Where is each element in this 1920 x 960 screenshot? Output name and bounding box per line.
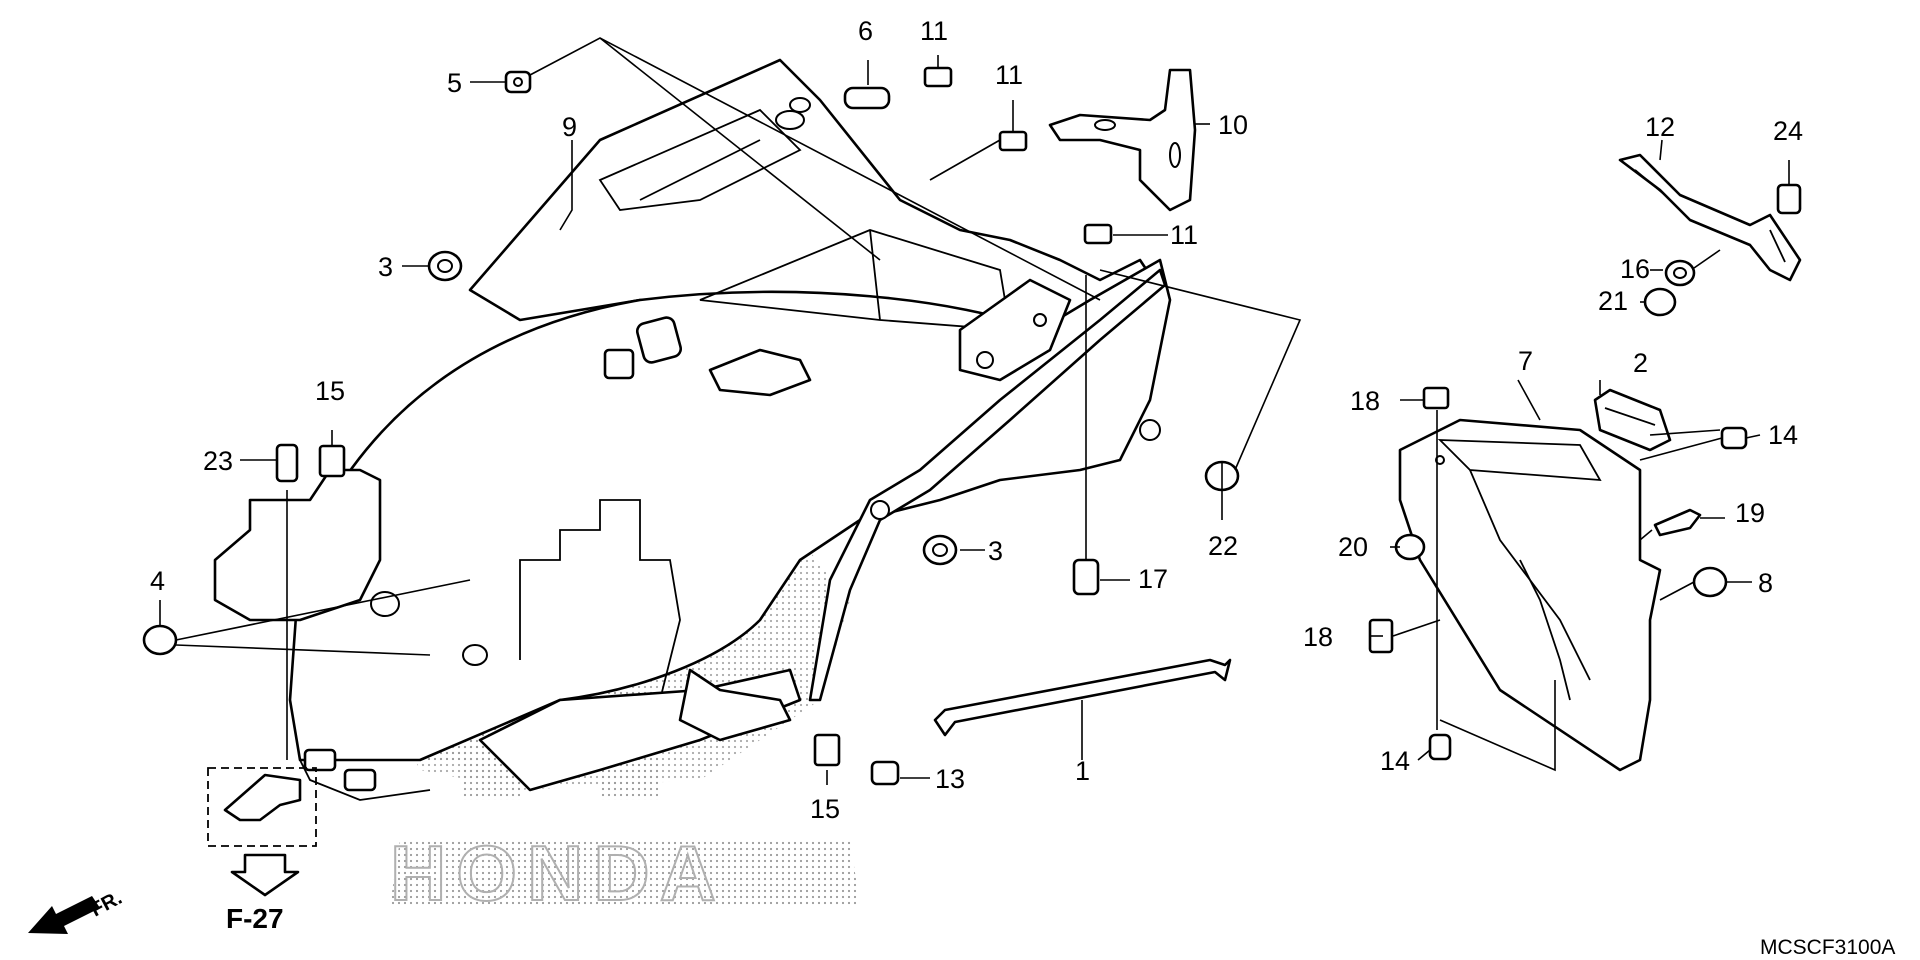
- reflector-part-2: [1593, 388, 1672, 452]
- rear-fender-part-9: [213, 58, 1172, 801]
- callout-15-b: 15: [810, 794, 840, 824]
- callout-3-right: 3: [988, 536, 1003, 566]
- front-arrow-icon: [28, 896, 100, 934]
- bracket-part-12: [1618, 153, 1802, 282]
- callout-14-a: 14: [1768, 420, 1798, 450]
- callout-4: 4: [150, 566, 165, 596]
- callout-10: 10: [1218, 110, 1248, 140]
- callout-8: 8: [1758, 568, 1773, 598]
- callout-1: 1: [1075, 756, 1090, 786]
- callout-22: 22: [1208, 531, 1238, 561]
- rod-part-1: [933, 658, 1232, 737]
- callout-21: 21: [1598, 286, 1628, 316]
- callout-6: 6: [858, 16, 873, 46]
- callout-3-left: 3: [378, 252, 393, 282]
- callout-12: 12: [1645, 112, 1675, 142]
- license-holder-part-7: [1398, 418, 1662, 772]
- svg-text:HONDA: HONDA: [390, 829, 726, 917]
- fasteners: [142, 66, 1802, 786]
- stay-part-10: [1048, 68, 1197, 212]
- callout-11-c: 11: [1170, 220, 1198, 250]
- callout-15-a: 15: [315, 376, 345, 406]
- callout-14-b: 14: [1380, 746, 1410, 776]
- leader-lines: [159, 37, 1790, 785]
- callout-5: 5: [447, 68, 462, 98]
- callout-7: 7: [1518, 346, 1533, 376]
- callout-20: 20: [1338, 532, 1368, 562]
- callout-11-a: 11: [920, 16, 948, 46]
- callout-9: 9: [562, 112, 577, 142]
- callout-16: 16: [1620, 254, 1650, 284]
- callout-labels: 1 2 3 3 4 5 6 7 8 9 10 11 11 11 12 13 14…: [150, 16, 1803, 824]
- callout-2: 2: [1633, 348, 1648, 378]
- callout-13: 13: [935, 764, 965, 794]
- reference-box: [207, 767, 317, 897]
- callout-18-b: 18: [1303, 622, 1333, 652]
- callout-11-b: 11: [995, 60, 1023, 90]
- callout-24: 24: [1773, 116, 1803, 146]
- drawing-code: MCSCF3100A: [1760, 936, 1895, 959]
- callout-17: 17: [1138, 564, 1168, 594]
- reference-label: F-27: [226, 903, 284, 934]
- callout-18-a: 18: [1350, 386, 1380, 416]
- front-marker-label: FR.: [87, 887, 126, 922]
- callout-19: 19: [1735, 498, 1765, 528]
- callout-23: 23: [203, 446, 233, 476]
